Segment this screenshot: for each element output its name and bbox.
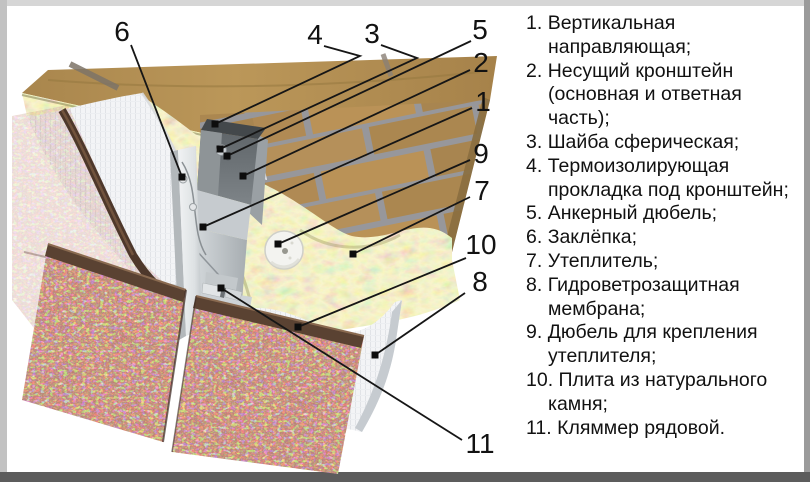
- insulation-dowel: [264, 230, 304, 270]
- legend-item-label: Кляммер рядовой.: [557, 416, 726, 439]
- membrane-cut-edge: [355, 300, 402, 432]
- callout-line-4: [214, 45, 363, 125]
- legend-item-6: 6. Заклёпка;: [526, 226, 806, 250]
- brick-wall-cut-edge: [444, 97, 490, 252]
- callout-number-6: 6: [114, 16, 130, 47]
- frame-bottom: [0, 472, 810, 482]
- stone-panel-right: [171, 295, 365, 474]
- callout-dot-6: [178, 173, 186, 181]
- callout-dot-7: [349, 250, 357, 258]
- legend-item-label: Анкерный дюбель;: [547, 202, 718, 225]
- callout-line-8: [374, 292, 466, 356]
- callout-line-6: [130, 44, 183, 178]
- callout-dots: [178, 120, 379, 359]
- callout-dot-5: [223, 152, 231, 160]
- bracket-right-wall: [248, 134, 268, 225]
- rivet: [189, 203, 197, 211]
- legend-item-label: Дюбель для крепления утеплителя;: [547, 321, 758, 368]
- legend: 1. Вертикальная направляющая; 2. Несущий…: [526, 12, 806, 440]
- callout-numbers: 1 2 3 4 5 6 7 8 9 10 11: [114, 14, 496, 459]
- callout-number-11: 11: [465, 428, 494, 459]
- legend-item-number: 9.: [526, 321, 543, 344]
- callout-number-1: 1: [475, 86, 491, 117]
- frame-top: [0, 0, 810, 6]
- legend-item-number: 7.: [526, 249, 543, 272]
- callout-number-7: 7: [474, 175, 490, 206]
- legend-item-label: Гидроветрозащитная мембрана;: [547, 273, 740, 320]
- legend-item-10: 10. Плита из натурального камня;: [526, 369, 806, 417]
- legend-item-8: 8. Гидроветрозащитная мембрана;: [526, 274, 806, 322]
- legend-item-2: 2. Несущий кронштейн (основная и ответна…: [526, 60, 806, 131]
- callout-dot-2: [239, 172, 247, 180]
- callout-line-3: [219, 44, 420, 150]
- legend-item-9: 9. Дюбель для крепления утеплителя;: [526, 321, 806, 369]
- callout-dot-1: [199, 223, 207, 231]
- stone-panel-left: [22, 243, 187, 443]
- legend-item-number: 1.: [526, 12, 543, 34]
- legend-item-number: 10.: [526, 368, 554, 391]
- callout-dot-11: [217, 284, 225, 292]
- legend-item-number: 6.: [526, 226, 543, 249]
- legend-item-1: 1. Вертикальная направляющая;: [526, 12, 806, 60]
- callout-dot-10: [294, 323, 302, 331]
- legend-item-11: 11. Кляммер рядовой.: [526, 417, 806, 441]
- legend-item-label: Плита из натурального камня;: [548, 368, 768, 415]
- legend-item-number: 8.: [526, 273, 543, 296]
- legend-item-label: Заклёпка;: [547, 226, 638, 249]
- facade-illustration: [12, 53, 497, 474]
- legend-item-7: 7. Утеплитель;: [526, 250, 806, 274]
- callout-line-2: [242, 69, 471, 177]
- callout-line-1: [202, 107, 473, 228]
- callout-dot-8: [371, 351, 379, 359]
- frame-right: [804, 0, 810, 482]
- bracket-front-lip: [195, 190, 251, 240]
- legend-item-3: 3. Шайба сферическая;: [526, 131, 806, 155]
- legend-item-number: 3.: [526, 130, 543, 153]
- legend-item-4: 4. Термоизолирующая прокладка под кроншт…: [526, 155, 806, 203]
- callout-number-8: 8: [472, 266, 488, 297]
- legend-item-5: 5. Анкерный дюбель;: [526, 202, 806, 226]
- callout-line-10: [297, 257, 467, 328]
- brick-wall-top-face: [22, 53, 497, 147]
- callout-number-5: 5: [472, 14, 488, 45]
- callout-dot-3: [216, 145, 224, 153]
- legend-item-label: Шайба сферическая;: [547, 130, 740, 153]
- callout-number-4: 4: [307, 19, 323, 50]
- legend-item-label: Вертикальная направляющая;: [547, 12, 692, 58]
- legend-item-label: Термоизолирующая прокладка под кронштейн…: [547, 154, 789, 201]
- callout-number-2: 2: [473, 47, 489, 78]
- callout-lines: [130, 40, 473, 441]
- callout-number-10: 10: [465, 229, 496, 260]
- legend-item-label: Несущий кронштейн (основная и ответная ч…: [547, 59, 742, 130]
- callout-line-11: [220, 287, 463, 441]
- legend-item-label: Утеплитель;: [547, 249, 659, 272]
- legend-item-number: 5.: [526, 202, 543, 225]
- callout-dot-9: [274, 240, 282, 248]
- callout-line-9: [277, 159, 471, 245]
- callout-line-5: [226, 40, 472, 157]
- callout-dot-4: [211, 120, 219, 128]
- legend-item-number: 2.: [526, 59, 543, 82]
- frame-left: [0, 0, 7, 482]
- callout-number-3: 3: [364, 18, 380, 49]
- legend-item-number: 11.: [526, 416, 552, 439]
- callout-number-9: 9: [473, 138, 489, 169]
- legend-item-number: 4.: [526, 154, 543, 177]
- callout-line-7: [352, 196, 471, 255]
